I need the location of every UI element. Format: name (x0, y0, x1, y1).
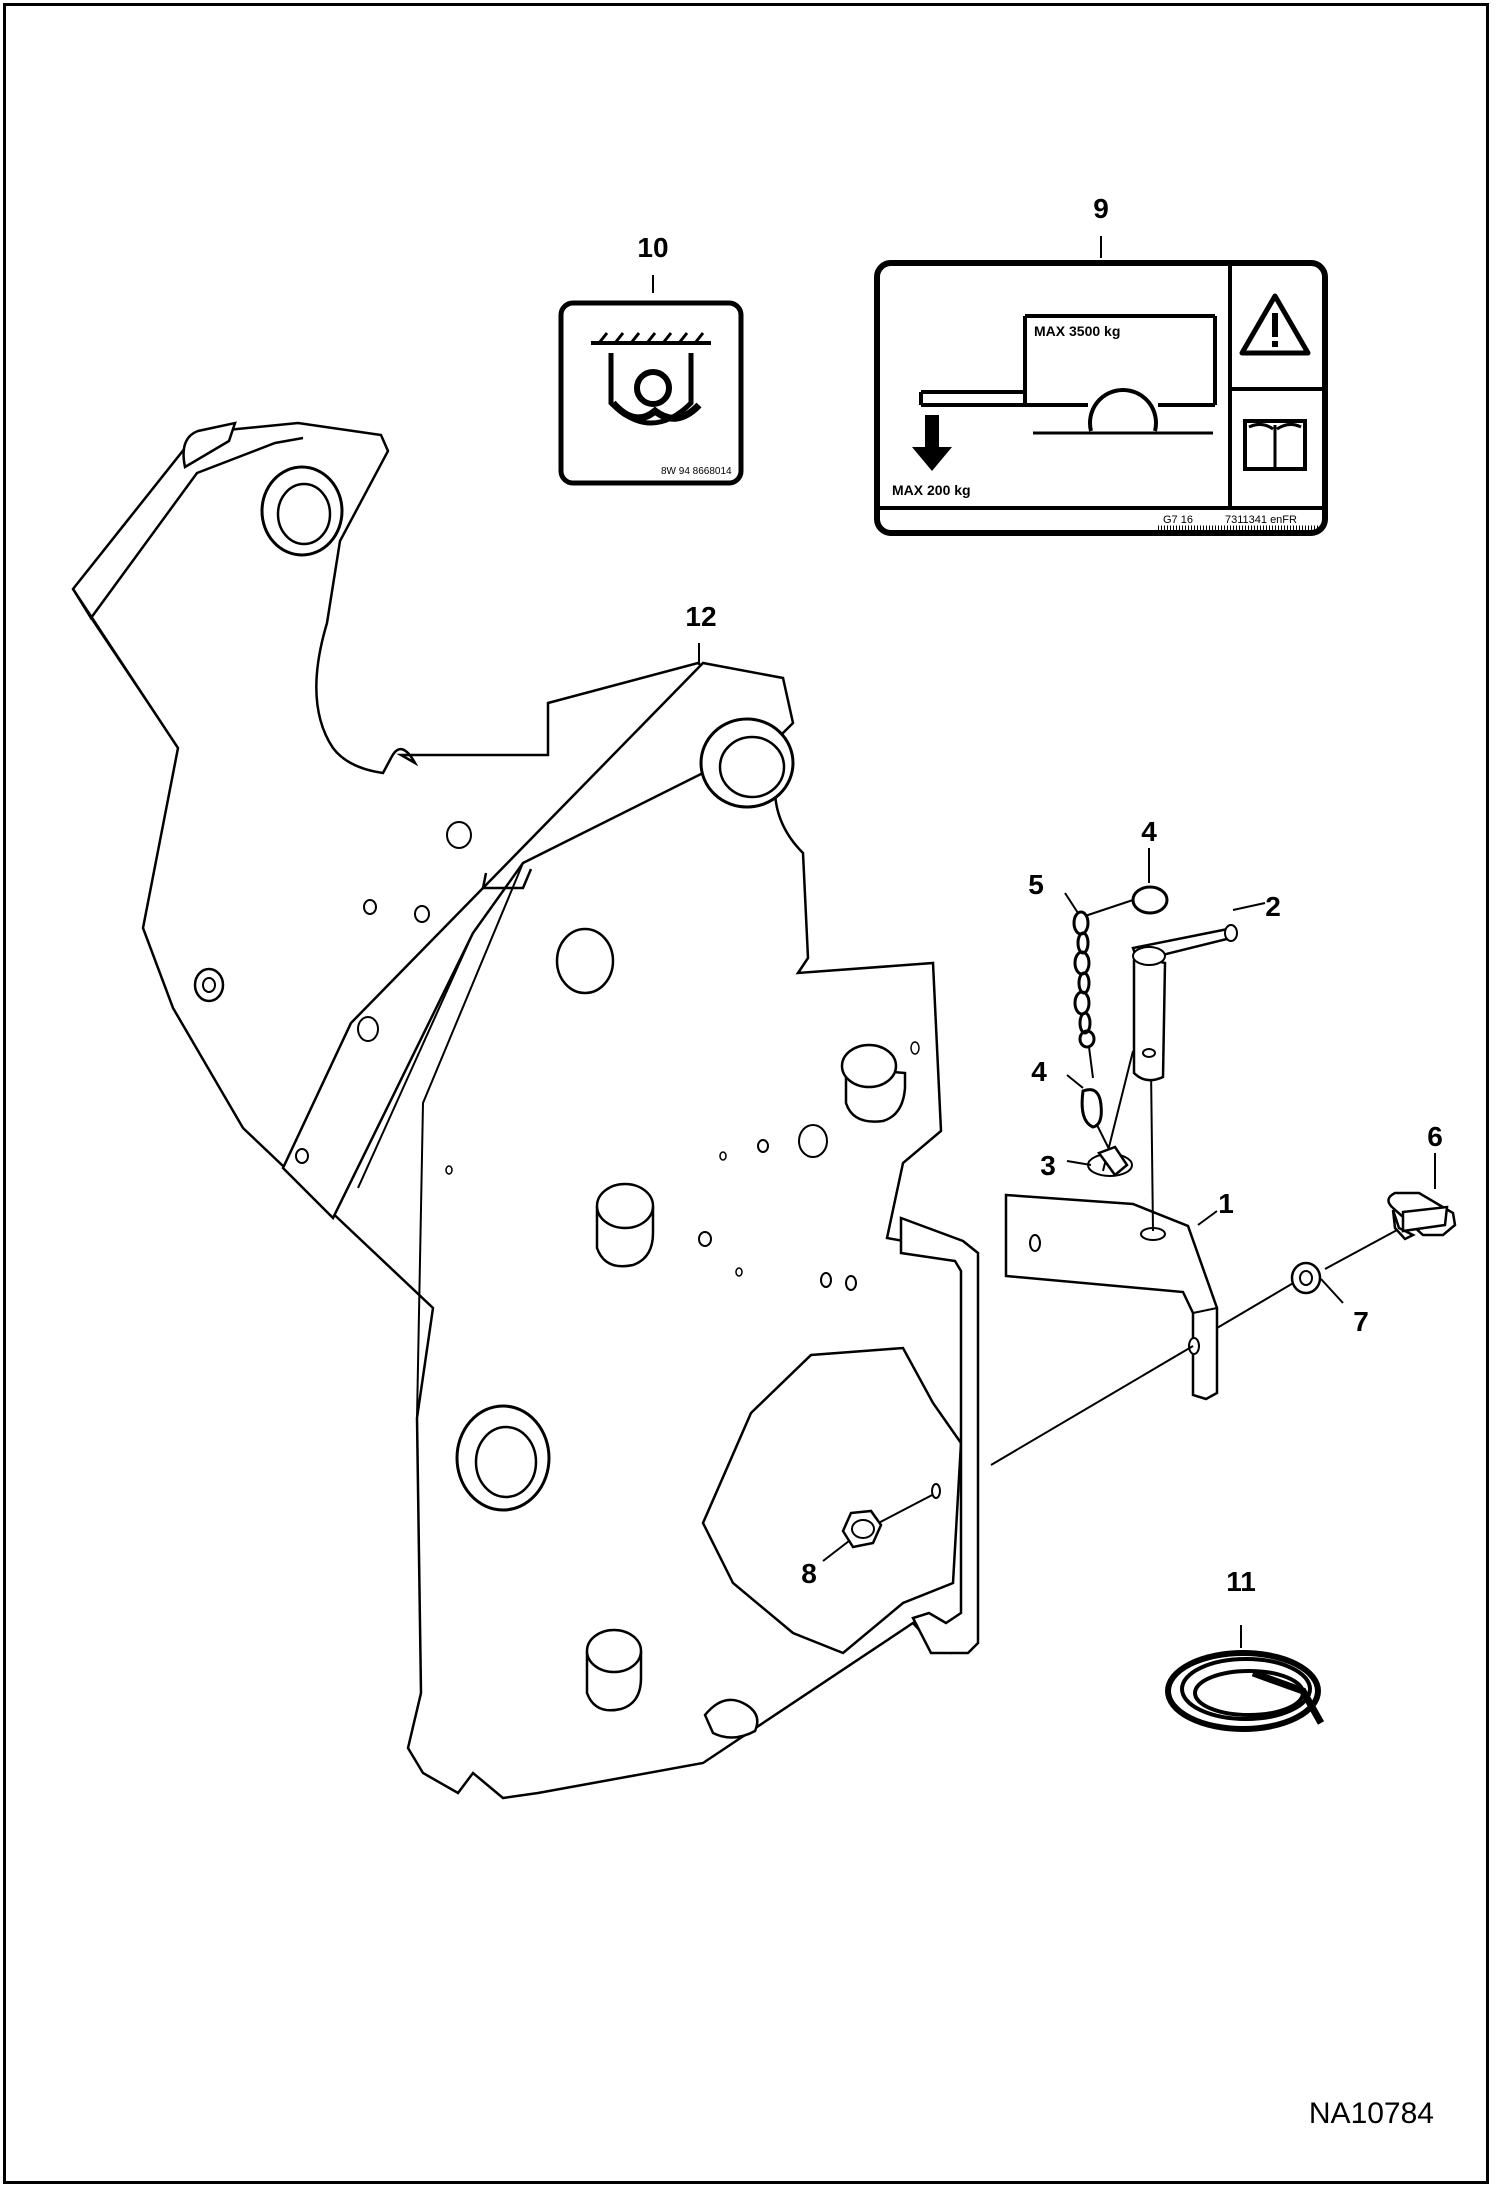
hitch-bracket-1 (1004, 1193, 1219, 1401)
chain-5 (1072, 899, 1134, 1079)
callout-4-upper: 4 (1141, 816, 1157, 847)
warning-triangle-icon (1239, 293, 1311, 356)
decal-9-code-right: 7311341 enFR (1225, 514, 1297, 526)
flange-bolt-8 (841, 1483, 941, 1549)
down-arrow-icon (912, 415, 952, 471)
manual-book-icon (1243, 419, 1307, 471)
callout-2: 2 (1265, 891, 1281, 922)
decal-9-max-tongue-text: MAX 200 kg (892, 482, 971, 498)
decal-10-code: 8W 94 8668014 (661, 466, 732, 477)
callout-8: 8 (801, 1558, 817, 1589)
decal-9-max-load-text: MAX 3500 kg (1034, 323, 1120, 339)
hex-bolt-6 (1387, 1191, 1457, 1241)
callout-10: 10 (637, 232, 668, 263)
hitch-pin-2 (1131, 924, 1238, 1082)
decal-10-hitch: 8W 94 8668014 (558, 300, 744, 486)
callout-1: 1 (1218, 1188, 1234, 1219)
split-ring-4-upper (1131, 885, 1169, 915)
callout-5: 5 (1028, 869, 1044, 900)
drawing-id: NA10784 (1308, 2097, 1434, 2130)
callout-4-lower: 4 (1031, 1056, 1047, 1087)
lynch-pin-3 (1087, 1124, 1133, 1177)
callout-3: 3 (1040, 1150, 1056, 1181)
callout-7: 7 (1353, 1306, 1369, 1337)
split-ring-4-lower (1080, 1088, 1103, 1129)
leader-lines (652, 236, 1436, 1562)
coiled-seal-11 (1165, 1625, 1325, 1732)
exploded-parts-drawing: 8W 94 8668014 MAX 3500 kg (71, 193, 1457, 1800)
decal-9-code-left: G7 16 (1163, 514, 1193, 526)
callout-9: 9 (1093, 193, 1109, 224)
diagram-frame: 8W 94 8668014 MAX 3500 kg (3, 3, 1489, 2184)
callout-6: 6 (1427, 1121, 1443, 1152)
callout-11: 11 (1226, 1566, 1256, 1597)
flat-washer-7 (1290, 1261, 1322, 1295)
decal-9-max-load: MAX 3500 kg MAX 200 kg G7 16 7311341 enF… (874, 260, 1328, 536)
main-chassis-plate-12 (71, 421, 980, 1800)
callout-12: 12 (685, 601, 716, 632)
